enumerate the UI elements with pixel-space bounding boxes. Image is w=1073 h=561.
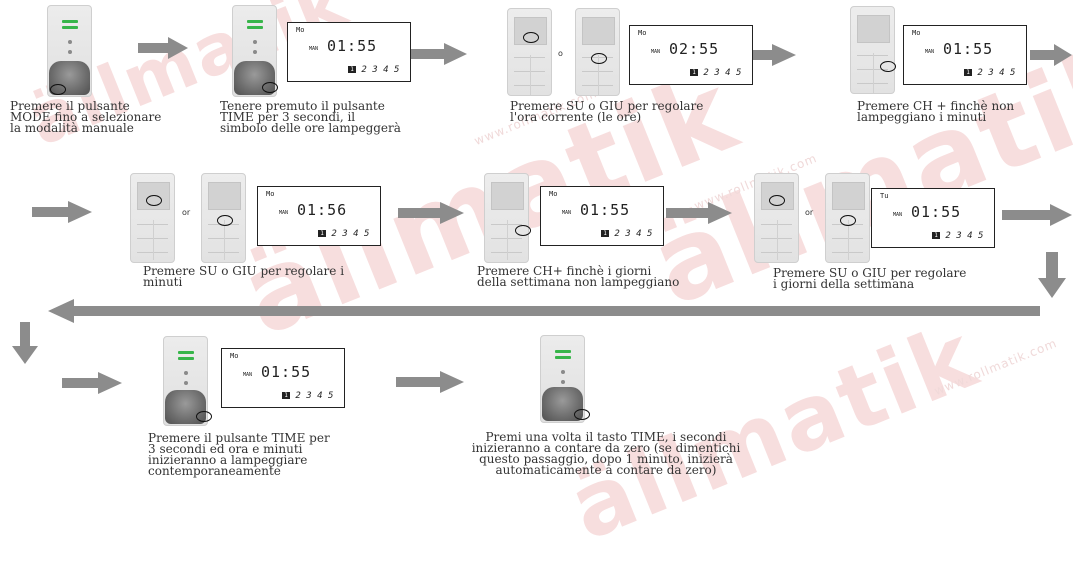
- remote-control: [507, 8, 552, 96]
- remote-control: [850, 6, 895, 94]
- remote-control: [575, 8, 620, 96]
- down-button-highlight: [840, 215, 856, 226]
- remote-control: [232, 5, 277, 97]
- arrow-right: [1030, 44, 1072, 66]
- arrow-right: [396, 371, 464, 393]
- arrow-down: [1038, 252, 1066, 298]
- down-button-highlight: [591, 53, 607, 64]
- arrow-right: [138, 37, 188, 59]
- time-button-highlight: [574, 409, 590, 420]
- remote-control: [754, 173, 799, 263]
- arrow-right: [666, 202, 732, 224]
- up-button-highlight: [769, 195, 785, 206]
- arrow-left: [48, 299, 1040, 323]
- arrow-right: [1002, 204, 1072, 226]
- arrow-right: [398, 202, 464, 224]
- remote-control: [484, 173, 529, 263]
- remote-control: [130, 173, 175, 263]
- arrow-right: [728, 44, 796, 66]
- arrow-down: [12, 322, 38, 364]
- ch-plus-button-highlight: [515, 225, 531, 236]
- down-button-highlight: [217, 215, 233, 226]
- or-connector: or: [182, 208, 191, 217]
- or-connector: or: [805, 208, 814, 217]
- arrow-right: [62, 372, 122, 394]
- ch-plus-button-highlight: [880, 61, 896, 72]
- arrow-right: [400, 43, 467, 65]
- mode-button-highlight: [50, 84, 66, 95]
- remote-control: [201, 173, 246, 263]
- flow-arrows: [12, 37, 1072, 394]
- time-button-highlight: [196, 411, 212, 422]
- or-connector: o: [558, 49, 563, 58]
- arrow-right: [32, 201, 92, 223]
- time-button-highlight: [262, 82, 278, 93]
- up-button-highlight: [146, 195, 162, 206]
- up-button-highlight: [523, 32, 539, 43]
- remote-control: [47, 5, 92, 97]
- step-9-caption: Premi una volta il tasto TIME, i secondi…: [471, 430, 741, 477]
